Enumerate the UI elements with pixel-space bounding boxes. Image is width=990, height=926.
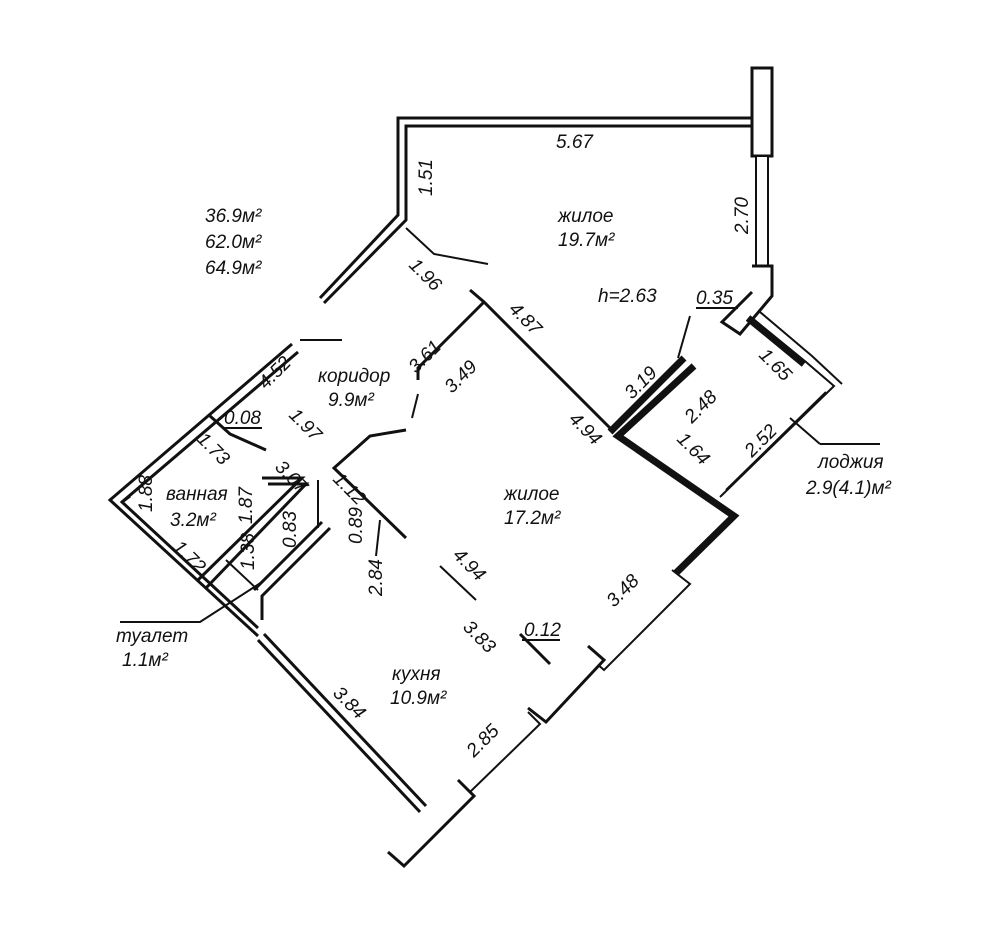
- bearing-wall-right-top: [607, 355, 687, 435]
- room-toilet-area: 1.1м²: [122, 650, 168, 671]
- wall-bath-inner: [196, 476, 306, 582]
- wall-kitchen-bottom: [256, 638, 422, 814]
- room-corridor-area: 9.9м²: [328, 390, 374, 411]
- dim-138: 1.38: [238, 533, 259, 570]
- room-living-top-name: жилое: [557, 206, 614, 227]
- total-area-3: 64.9м²: [205, 258, 262, 279]
- wall-block-bottom: [387, 778, 477, 869]
- room-living-top-area: 19.7м²: [558, 230, 615, 251]
- dim-035: 0.35: [696, 288, 733, 309]
- wall-mid-room-top: [469, 288, 614, 432]
- wall-mid-room-left: [331, 428, 408, 540]
- wall-top-room-inner: [322, 124, 752, 305]
- wall-bath-inner-2: [204, 482, 310, 590]
- wall-stub-top: [405, 227, 489, 265]
- room-living-mid-area: 17.2м²: [504, 508, 561, 529]
- wall-stub-right: [677, 315, 691, 359]
- dim-349: 3.49: [441, 356, 482, 397]
- room-labels: жилое 19.7м² h=2.63 коридор 9.9м² жилое …: [116, 206, 892, 709]
- dim-188: 1.88: [136, 475, 157, 512]
- wall-right-corner: [719, 264, 774, 336]
- dim-361: 3.61: [405, 337, 446, 378]
- loggia-outline-2: [759, 311, 843, 385]
- dim-197: 1.97: [284, 405, 326, 447]
- room-loggia-area: 2.9(4.1)м²: [805, 478, 892, 499]
- room-bathroom-area: 3.2м²: [170, 510, 216, 531]
- dim-487: 4.87: [504, 299, 546, 341]
- dim-196: 1.96: [404, 255, 445, 296]
- dim-151: 1.51: [416, 159, 437, 196]
- room-bathroom-name: ванная: [166, 484, 228, 505]
- dim-248: 2.48: [680, 386, 722, 428]
- dim-172: 1.72: [168, 537, 209, 578]
- wall-kitchen-dash: [439, 565, 477, 601]
- dim-384: 3.84: [328, 683, 369, 724]
- wall-kitchen-bottom-2: [262, 632, 428, 808]
- total-area-2: 62.0м²: [205, 232, 262, 253]
- dim-089: 0.89: [346, 507, 367, 544]
- dim-164: 1.64: [672, 429, 713, 470]
- wall-left-outer: [107, 342, 293, 638]
- dim-270: 2.70: [732, 197, 753, 235]
- wall-block-mid: [527, 644, 607, 725]
- wall-toilet-2: [252, 520, 324, 592]
- window-right-top: [755, 155, 769, 267]
- dim-494a: 4.94: [564, 409, 605, 450]
- room-living-mid-name: жилое: [503, 484, 560, 505]
- wall-toilet-line-2: [225, 559, 259, 591]
- loggia-leader: [789, 417, 821, 445]
- room-kitchen-name: кухня: [392, 664, 441, 685]
- dim-187: 1.87: [236, 486, 257, 524]
- room-kitchen-area: 10.9м²: [390, 688, 447, 709]
- room-toilet-name: туалет: [116, 626, 188, 647]
- dim-252: 2.52: [740, 420, 782, 462]
- wall-bath-mark: [121, 494, 131, 504]
- wall-top-room-outer: [318, 116, 752, 300]
- wall-corridor-stub: [416, 300, 486, 380]
- wall-toilet: [260, 526, 332, 620]
- dim-567: 5.67: [556, 132, 594, 153]
- dim-112: 1.12: [328, 469, 369, 510]
- dim-284: 2.84: [366, 559, 387, 597]
- dim-012: 0.12: [524, 620, 561, 641]
- wall-right-top-block: [750, 66, 774, 158]
- summary-areas: 36.9м² 62.0м² 64.9м²: [205, 206, 262, 279]
- dim-383: 3.83: [458, 617, 499, 658]
- ceiling-height: h=2.63: [598, 286, 657, 307]
- room-loggia-name: лоджия: [817, 452, 884, 473]
- loggia-wall: [745, 315, 807, 367]
- room-corridor-name: коридор: [318, 366, 390, 387]
- toilet-leader: [120, 581, 263, 623]
- dim-307: 3.07: [270, 457, 312, 499]
- wall-corridor-line-2: [375, 519, 381, 557]
- dim-008: 0.08: [224, 408, 261, 429]
- loggia-rail: [725, 391, 827, 491]
- wall-bath-stub: [208, 414, 267, 452]
- dim-083: 0.83: [280, 511, 301, 548]
- bearing-wall-right: [612, 363, 740, 576]
- wall-corridor-line: [411, 393, 419, 419]
- total-area-1: 36.9м²: [205, 206, 262, 227]
- walls: [107, 66, 880, 869]
